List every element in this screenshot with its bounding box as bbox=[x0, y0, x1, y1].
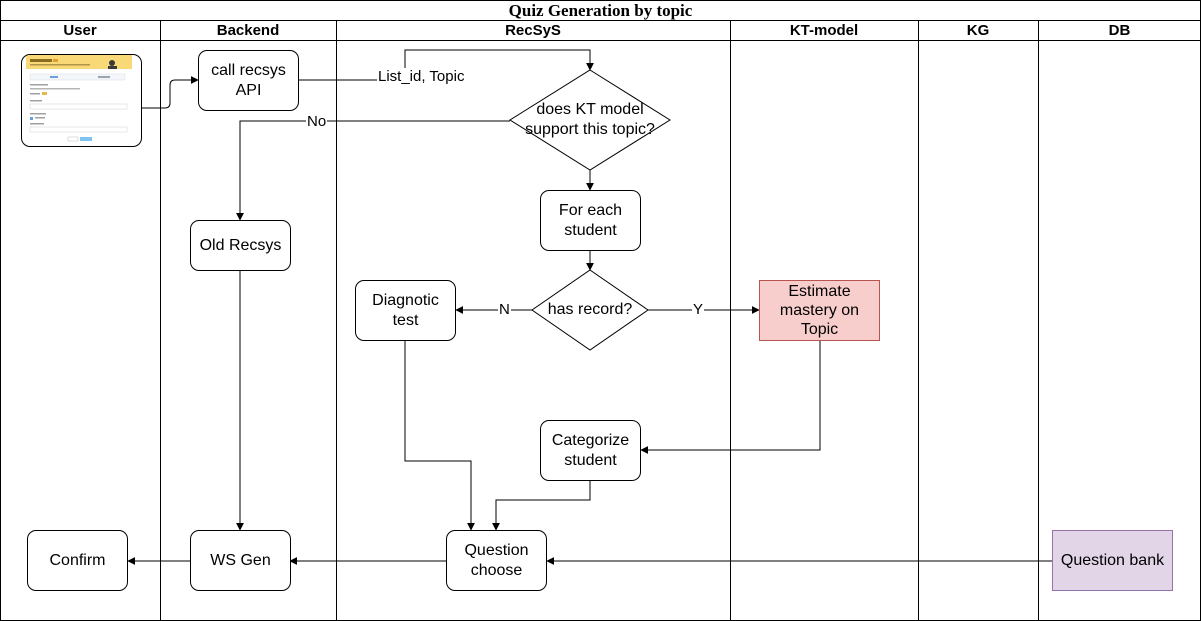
ui-screenshot-thumbnail bbox=[21, 54, 142, 147]
diagnostic-line-2: test bbox=[392, 311, 419, 329]
lane-header-kg: KG bbox=[966, 22, 990, 39]
lane-header-user: User bbox=[63, 22, 97, 39]
edge-label-no: No bbox=[306, 113, 328, 131]
lane-header-recsys: RecSyS bbox=[505, 22, 561, 39]
edge-call-api-to-decision bbox=[298, 49, 594, 81]
edge-label-n: N bbox=[498, 301, 511, 319]
categorize-student-node[interactable]: Categorize student bbox=[540, 420, 641, 481]
ws-gen-node[interactable]: WS Gen bbox=[190, 530, 291, 591]
estimate-line-1: Estimate bbox=[788, 283, 851, 300]
edge-no-to-old-recsys bbox=[236, 120, 510, 221]
question-choose-line-1: Question bbox=[464, 541, 529, 559]
lane-header-ktmodel: KT-model bbox=[789, 22, 859, 39]
call-recsys-api-node[interactable]: call recsys API bbox=[198, 50, 299, 111]
for-each-student-node[interactable]: For each student bbox=[540, 190, 641, 251]
confirm-node[interactable]: Confirm bbox=[27, 530, 128, 591]
estimate-mastery-node[interactable]: Estimate mastery on Topic bbox=[759, 280, 880, 341]
screenshot-image-icon bbox=[26, 55, 132, 142]
question-choose-node[interactable]: Question choose bbox=[446, 530, 547, 591]
edge-label-y: Y bbox=[692, 301, 705, 319]
has-record-decision[interactable]: has record? bbox=[532, 300, 648, 320]
confirm-label: Confirm bbox=[49, 551, 106, 569]
edge-categorize-to-question-choose bbox=[492, 480, 591, 531]
diagnostic-test-node[interactable]: Diagnotic test bbox=[355, 280, 456, 341]
categorize-line-2: student bbox=[564, 451, 617, 469]
edge-estimate-to-categorize bbox=[640, 340, 821, 454]
edge-label-list-topic: List_id, Topic bbox=[377, 68, 466, 86]
lane-header-db: DB bbox=[1108, 22, 1131, 39]
call-recsys-api-line-2: API bbox=[235, 81, 262, 99]
question-bank-label: Question bank bbox=[1060, 551, 1165, 569]
lane-header-backend: Backend bbox=[216, 22, 280, 39]
old-recsys-node[interactable]: Old Recsys bbox=[190, 220, 291, 271]
estimate-line-3: Topic bbox=[800, 321, 839, 338]
for-each-line-1: For each bbox=[558, 201, 623, 219]
question-choose-line-2: choose bbox=[470, 561, 523, 579]
has-record-label: has record? bbox=[547, 301, 633, 318]
edge-user-to-call-api bbox=[140, 76, 199, 109]
estimate-line-2: mastery on bbox=[779, 302, 860, 319]
question-bank-node[interactable]: Question bank bbox=[1052, 530, 1173, 591]
kt-support-decision[interactable]: does KT model support this topic? bbox=[510, 100, 670, 140]
edge-diagnostic-to-question-choose bbox=[404, 340, 475, 531]
ws-gen-label: WS Gen bbox=[210, 551, 271, 569]
diagram-title: Quiz Generation by topic bbox=[508, 1, 693, 20]
decision-diamond-has-record bbox=[531, 269, 649, 351]
kt-support-line-1: does KT model bbox=[536, 101, 644, 118]
old-recsys-label: Old Recsys bbox=[199, 236, 282, 254]
for-each-line-2: student bbox=[564, 221, 617, 239]
diagnostic-line-1: Diagnotic bbox=[372, 291, 439, 309]
categorize-line-1: Categorize bbox=[551, 431, 630, 449]
kt-support-line-2: support this topic? bbox=[525, 121, 655, 138]
call-recsys-api-line-1: call recsys bbox=[211, 61, 286, 79]
